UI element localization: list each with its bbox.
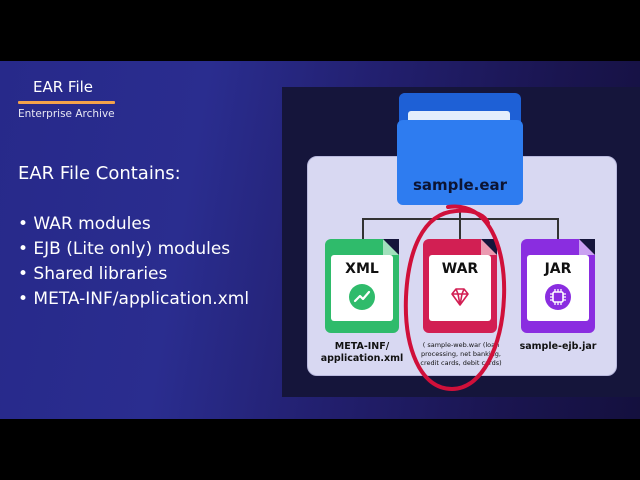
contents-heading: EAR File Contains: [18, 163, 181, 184]
chart-badge-icon [349, 284, 375, 310]
ear-diagram: sample.ear XML META-INF/ application.xml [282, 87, 640, 397]
jar-file-caption: sample-ejb.jar [519, 341, 597, 352]
slide-subtitle: Enterprise Archive [18, 108, 115, 120]
chip-icon [545, 284, 571, 310]
xml-file-icon: XML [325, 239, 399, 333]
jar-file-icon: JAR [521, 239, 595, 333]
connector-line [459, 218, 461, 240]
xml-file-caption: META-INF/ application.xml [320, 341, 404, 364]
war-file-icon: WAR [423, 239, 497, 333]
title-underline [18, 101, 115, 104]
slide: EAR File Enterprise Archive EAR File Con… [0, 61, 640, 419]
file-type-label: WAR [441, 261, 479, 277]
list-item: • WAR modules [18, 214, 151, 234]
connector-line [557, 218, 559, 240]
connector-line [362, 218, 364, 240]
war-file-caption: ( sample-web.war (loan processing, net b… [420, 341, 502, 367]
list-item: • EJB (Lite only) modules [18, 239, 231, 259]
gem-icon [447, 284, 473, 310]
folder-label: sample.ear [412, 176, 508, 194]
list-item: • Shared libraries [18, 264, 168, 284]
file-type-label: JAR [544, 261, 572, 277]
file-type-label: XML [345, 261, 379, 277]
slide-title: EAR File [33, 78, 94, 96]
highlight-circle [403, 204, 507, 392]
list-item: • META-INF/application.xml [18, 289, 250, 309]
contents-list: • WAR modules • EJB (Lite only) modules … [18, 212, 249, 312]
